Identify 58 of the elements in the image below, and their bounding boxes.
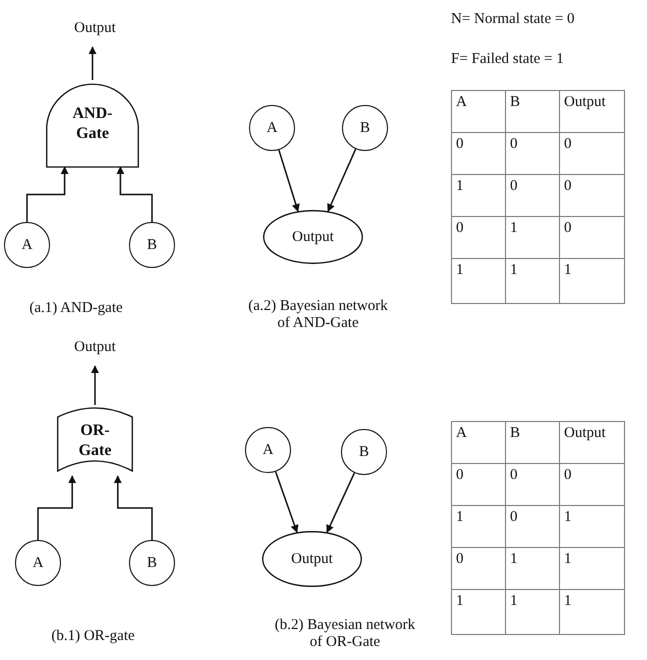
legend-note: N= Normal state = 0 [451,11,575,28]
table-cell: 1 [506,258,560,304]
table-cell: 0 [506,464,560,506]
table-cell: 1 [560,258,624,304]
table-cell: 0 [452,216,506,258]
figure-caption: (b.1) OR-gate [50,628,136,645]
arrow [26,166,69,222]
arrow [91,365,99,405]
table-cell: B [506,422,560,464]
table-cell: 0 [452,132,506,174]
figure-caption: (a.2) Bayesian network of AND-Gate [247,298,389,332]
arrow [274,471,298,534]
arrow [88,46,96,80]
table-cell: 0 [560,132,624,174]
table-cell: B [506,90,560,132]
output-node-ellipse: Output [262,531,362,587]
table-cell: 1 [560,548,624,590]
legend-note: F= Failed state = 1 [451,51,564,68]
figure-caption: (a.1) AND-gate [28,300,124,317]
arrow [116,166,153,222]
table-cell: 1 [506,548,560,590]
arrow [114,475,153,540]
figure-caption: (b.2) Bayesian network of OR-Gate [274,617,416,651]
table-cell: 1 [506,590,560,634]
event-circle: B [129,222,175,268]
event-circle: A [249,105,295,151]
table-cell: 0 [452,464,506,506]
table-cell: 0 [560,464,624,506]
table-cell: 1 [452,590,506,634]
table-cell: Output [560,422,624,464]
event-circle: B [129,540,175,586]
table-cell: 1 [452,506,506,548]
output-node-ellipse: Output [263,210,363,264]
event-circle: A [15,540,61,586]
table-cell: 0 [560,174,624,216]
table-cell: 0 [506,506,560,548]
arrow [326,472,356,534]
arrow [327,148,356,212]
table-cell: 1 [560,506,624,548]
arrow [278,150,300,212]
event-circle: B [341,429,387,475]
output-label: Output [65,18,125,38]
event-circle: A [4,222,50,268]
table-cell: 0 [452,548,506,590]
table-cell: Output [560,90,624,132]
table-cell: 1 [560,590,624,634]
table-cell: A [452,90,506,132]
table-cell: 0 [560,216,624,258]
event-circle: A [245,427,291,473]
event-circle: B [342,105,388,151]
table-cell: A [452,422,506,464]
table-cell: 1 [452,174,506,216]
table-cell: 0 [506,174,560,216]
output-label: Output [65,337,125,357]
table-cell: 1 [506,216,560,258]
arrow [37,475,76,540]
table-cell: 1 [452,258,506,304]
table-cell: 0 [506,132,560,174]
